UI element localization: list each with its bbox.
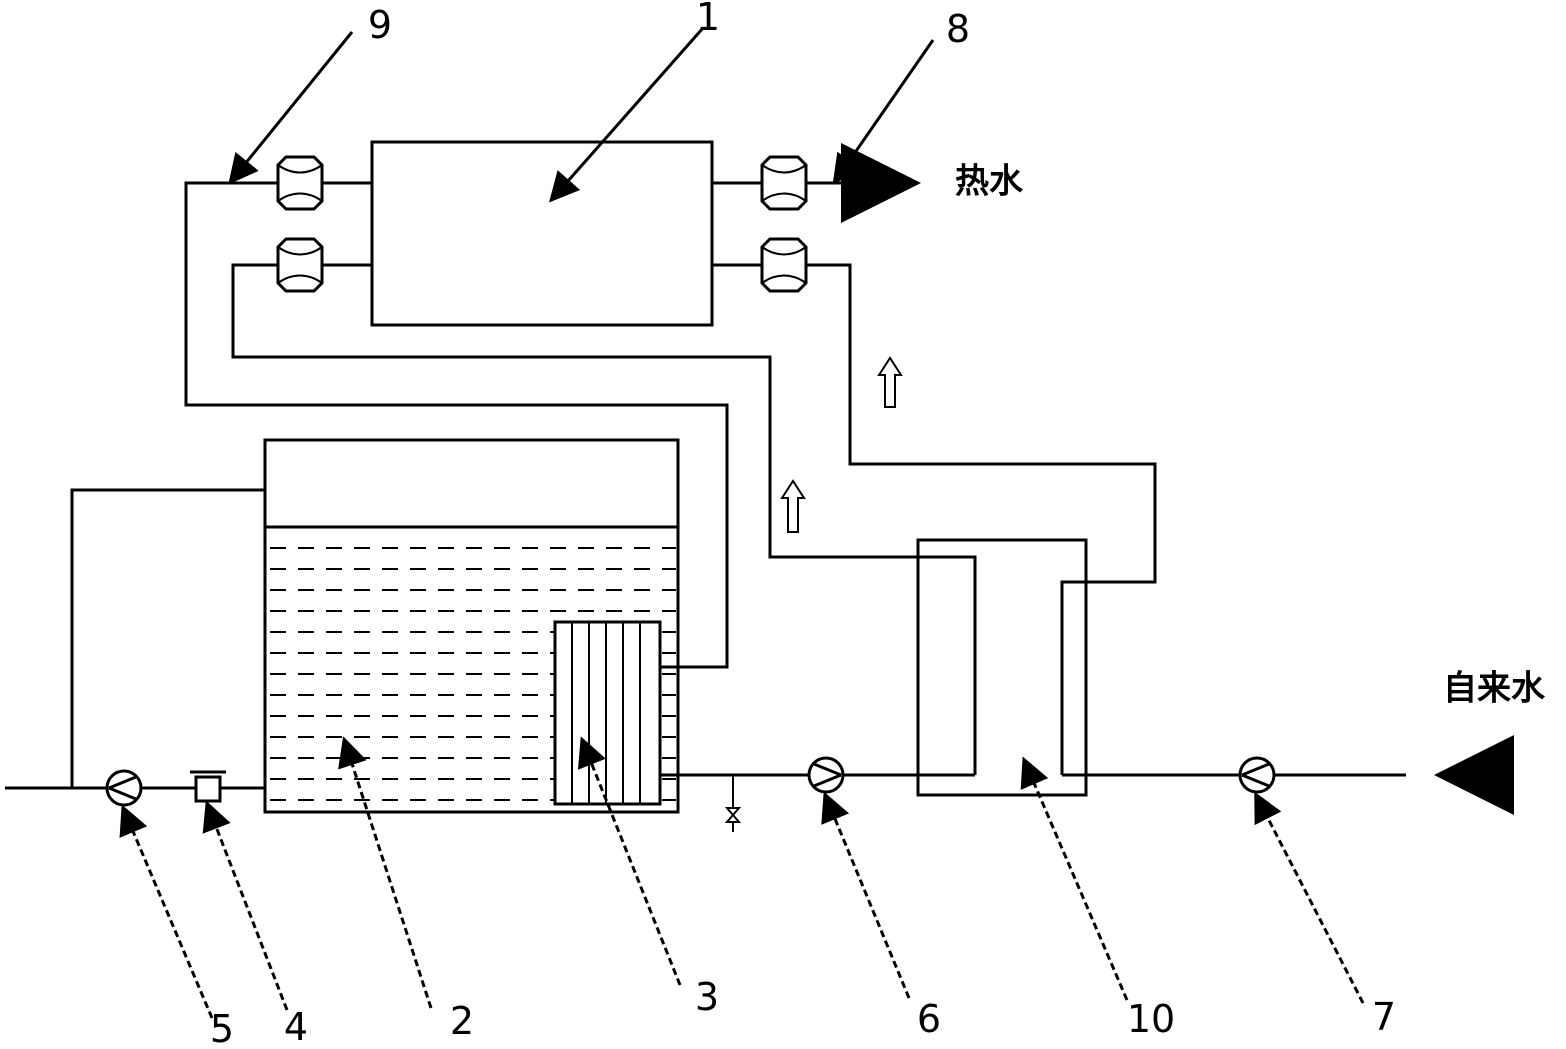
unit-1-box [370,140,714,327]
pump-7-icon [1238,756,1276,794]
label-hot-water: 热水 [955,162,1024,202]
drain-valve-icon [724,807,742,823]
callout-1: 1 [696,0,720,39]
flow-up-arrow-icon [877,356,903,408]
leader-9 [228,31,354,185]
callout-7: 7 [1372,995,1396,1039]
pump-5-icon [105,769,143,807]
valve-icon [760,155,808,211]
callout-9: 9 [368,3,392,47]
callout-2: 2 [450,999,474,1043]
pump-6-icon [807,756,845,794]
callout-3: 3 [695,975,719,1019]
valve-icon [760,237,808,293]
leader-5 [119,804,214,1019]
heat-exchanger-3 [553,620,662,806]
leader-2 [338,736,433,1009]
callout-10: 10 [1127,997,1175,1041]
callout-6: 6 [917,997,941,1041]
pipe-return-to-hx10 [231,263,977,775]
valve-icon [276,237,324,293]
heat-exchanger-10 [916,538,1088,797]
leader-6 [821,791,911,999]
leader-4 [202,800,289,1011]
pipe-tank-bypass [70,488,265,788]
pipe-9 [184,181,729,669]
flow-up-arrow-icon [780,479,806,533]
leader-8 [832,39,935,185]
leader-7 [1254,791,1365,1004]
leader-10 [1020,756,1129,1001]
pipe-feed-from-hx10 [806,263,1157,775]
valve-icon [276,155,324,211]
leader-1 [549,27,705,203]
callout-4: 4 [284,1005,308,1049]
callout-8: 8 [946,7,970,51]
label-tap-water: 自来水 [1443,669,1546,709]
tank-2 [263,438,680,814]
filter-4-icon [194,775,222,803]
callout-5: 5 [210,1007,234,1049]
